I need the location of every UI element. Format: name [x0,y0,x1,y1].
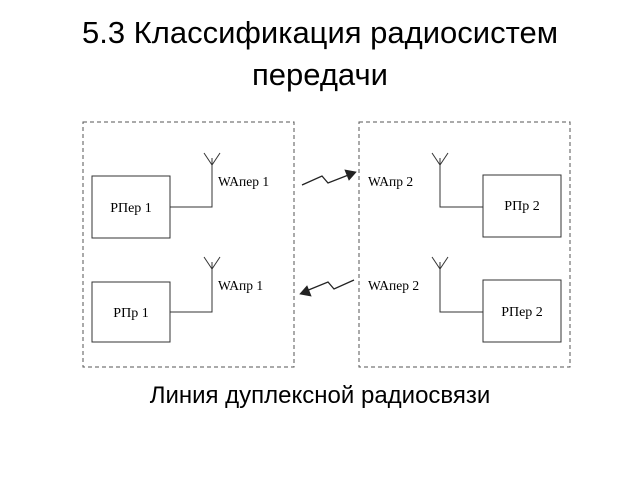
left-receiver-block: РПр 1 [91,281,171,343]
slide-title: 5.3 Классификация радиосистем передачи [0,12,640,96]
left-tx-antenna-label: WAпер 1 [218,174,269,189]
right-transmitter-block: РПер 2 [482,279,562,343]
left-rx-antenna-label: WAпр 1 [218,278,263,293]
left-tx-antenna-icon [170,152,221,208]
left-receiver-label: РПр 1 [113,306,148,321]
right-tx-antenna-label: WAпер 2 [368,278,419,293]
diagram-caption: Линия дуплексной радиосвязи [149,382,491,409]
left-transmitter-label: РПер 1 [110,201,152,216]
right-receiver-label: РПр 2 [504,199,539,214]
left-station-frame [82,121,295,368]
radio-link-return-arrow [299,279,355,297]
right-rx-antenna-icon [431,152,483,208]
left-rx-antenna-icon [170,256,221,313]
right-transmitter-label: РПер 2 [501,305,543,320]
radio-link-forward-arrow [301,169,357,186]
title-line-2: передачи [252,57,388,92]
right-receiver-block: РПр 2 [482,174,562,238]
right-tx-antenna-icon [431,256,483,313]
title-line-1: 5.3 Классификация радиосистем [81,15,559,50]
left-transmitter-block: РПер 1 [91,175,171,239]
right-rx-antenna-label: WAпр 2 [368,174,413,189]
right-station-frame [358,121,571,368]
